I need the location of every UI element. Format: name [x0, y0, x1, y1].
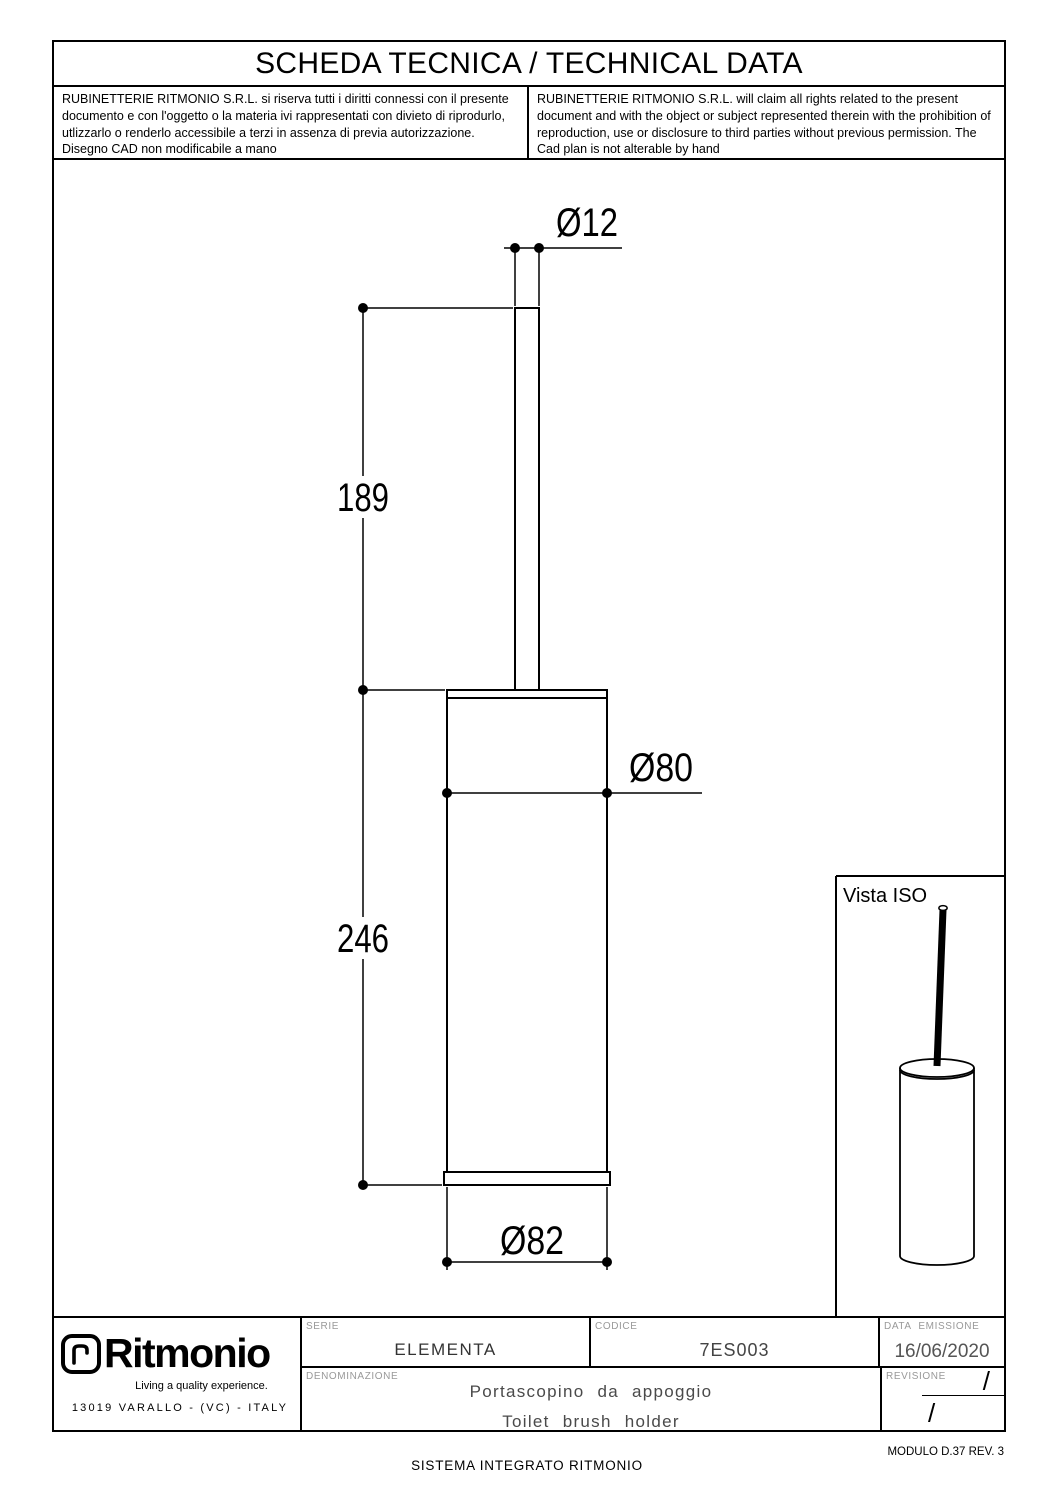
- data-emissione-value: 16/06/2020: [894, 1341, 990, 1362]
- disclaimer-italian: RUBINETTERIE RITMONIO S.R.L. si riserva …: [54, 87, 529, 158]
- body-outline: [446, 689, 608, 1173]
- revisione-divider: [922, 1395, 1004, 1396]
- revisione-label: REVISIONE: [886, 1371, 946, 1382]
- footer-system-text: SISTEMA INTEGRATO RITMONIO: [411, 1458, 643, 1473]
- codice-value: 7ES003: [699, 1339, 770, 1360]
- brand-address: 13019 VARALLO - (VC) - ITALY: [71, 1402, 289, 1414]
- denominazione-label: DENOMINAZIONE: [306, 1371, 399, 1382]
- data-emissione-cell: DATA EMISSIONE 16/06/2020: [880, 1318, 1004, 1366]
- handle-outline: [514, 307, 540, 691]
- ritmonio-logo-icon: [61, 1333, 101, 1374]
- logo-row: Ritmonio: [60, 1330, 271, 1377]
- iso-view-box: [835, 875, 1004, 1316]
- title-block-row-2: DENOMINAZIONE Portascopino da appoggio T…: [302, 1366, 1004, 1431]
- serie-value: ELEMENTA: [394, 1340, 497, 1359]
- title-block-row-1: SERIE ELEMENTA CODICE 7ES003 DATA EMISSI…: [302, 1318, 1004, 1368]
- serie-label: SERIE: [306, 1321, 340, 1332]
- disclaimer-section: RUBINETTERIE RITMONIO S.R.L. si riserva …: [54, 87, 1004, 160]
- dim-label-body-height: 246: [337, 917, 389, 961]
- technical-drawing: Ø12 189 Ø80 246 Ø82 Vista ISO: [334, 201, 1004, 1316]
- sheet-frame: SCHEDA TECNICA / TECHNICAL DATA RUBINETT…: [52, 40, 1006, 1432]
- dim-label-handle-height: 189: [337, 476, 389, 520]
- revisione-slash-top: /: [982, 1366, 990, 1396]
- dim-label-body-diameter: Ø80: [629, 746, 693, 790]
- disclaimer-english: RUBINETTERIE RITMONIO S.R.L. will claim …: [537, 92, 991, 157]
- iso-view: [899, 904, 975, 1266]
- sheet-title: SCHEDA TECNICA / TECHNICAL DATA: [54, 42, 1004, 87]
- codice-label: CODICE: [595, 1321, 638, 1332]
- dimension-labels: Ø12 189 Ø80 246 Ø82: [334, 201, 693, 1263]
- dim-label-base-diameter: Ø82: [500, 1219, 564, 1263]
- base-outline: [443, 1171, 611, 1186]
- revisione-cell: REVISIONE / /: [882, 1366, 1004, 1430]
- serie-cell: SERIE ELEMENTA: [302, 1318, 591, 1366]
- title-block: Ritmonio Living a quality experience. 13…: [54, 1316, 1004, 1431]
- brand-name: Ritmonio: [104, 1330, 271, 1376]
- iso-lid-rim: [899, 1069, 975, 1080]
- dim-label-handle-diameter: Ø12: [556, 201, 618, 245]
- iso-body-bottom: [899, 1255, 975, 1266]
- denominazione-italian: Portascopino da appoggio: [469, 1382, 713, 1401]
- denominazione-english: Toilet brush holder: [502, 1412, 680, 1431]
- dimension-dots: [358, 243, 612, 1267]
- dimension-lines: [362, 247, 702, 1270]
- front-view: [443, 307, 611, 1186]
- revisione-slash-bottom: /: [928, 1398, 936, 1428]
- iso-handle: [933, 909, 947, 1067]
- sheet-title-text: SCHEDA TECNICA / TECHNICAL DATA: [255, 46, 803, 80]
- drawing-area: Ø12 189 Ø80 246 Ø82 Vista ISO: [54, 160, 1004, 1316]
- codice-cell: CODICE 7ES003: [591, 1318, 880, 1366]
- data-emissione-label: DATA EMISSIONE: [884, 1321, 980, 1332]
- denominazione-values: Portascopino da appoggio Toilet brush ho…: [302, 1368, 880, 1438]
- denominazione-cell: DENOMINAZIONE Portascopino da appoggio T…: [302, 1368, 882, 1431]
- brand-tagline: Living a quality experience.: [135, 1380, 268, 1392]
- footer-module-ref: MODULO D.37 REV. 3: [887, 1446, 1004, 1458]
- logo-cell: Ritmonio Living a quality experience. 13…: [54, 1318, 302, 1430]
- iso-handle-cap: [938, 904, 948, 912]
- iso-view-label: Vista ISO: [843, 885, 927, 907]
- title-block-right: SERIE ELEMENTA CODICE 7ES003 DATA EMISSI…: [302, 1318, 1004, 1431]
